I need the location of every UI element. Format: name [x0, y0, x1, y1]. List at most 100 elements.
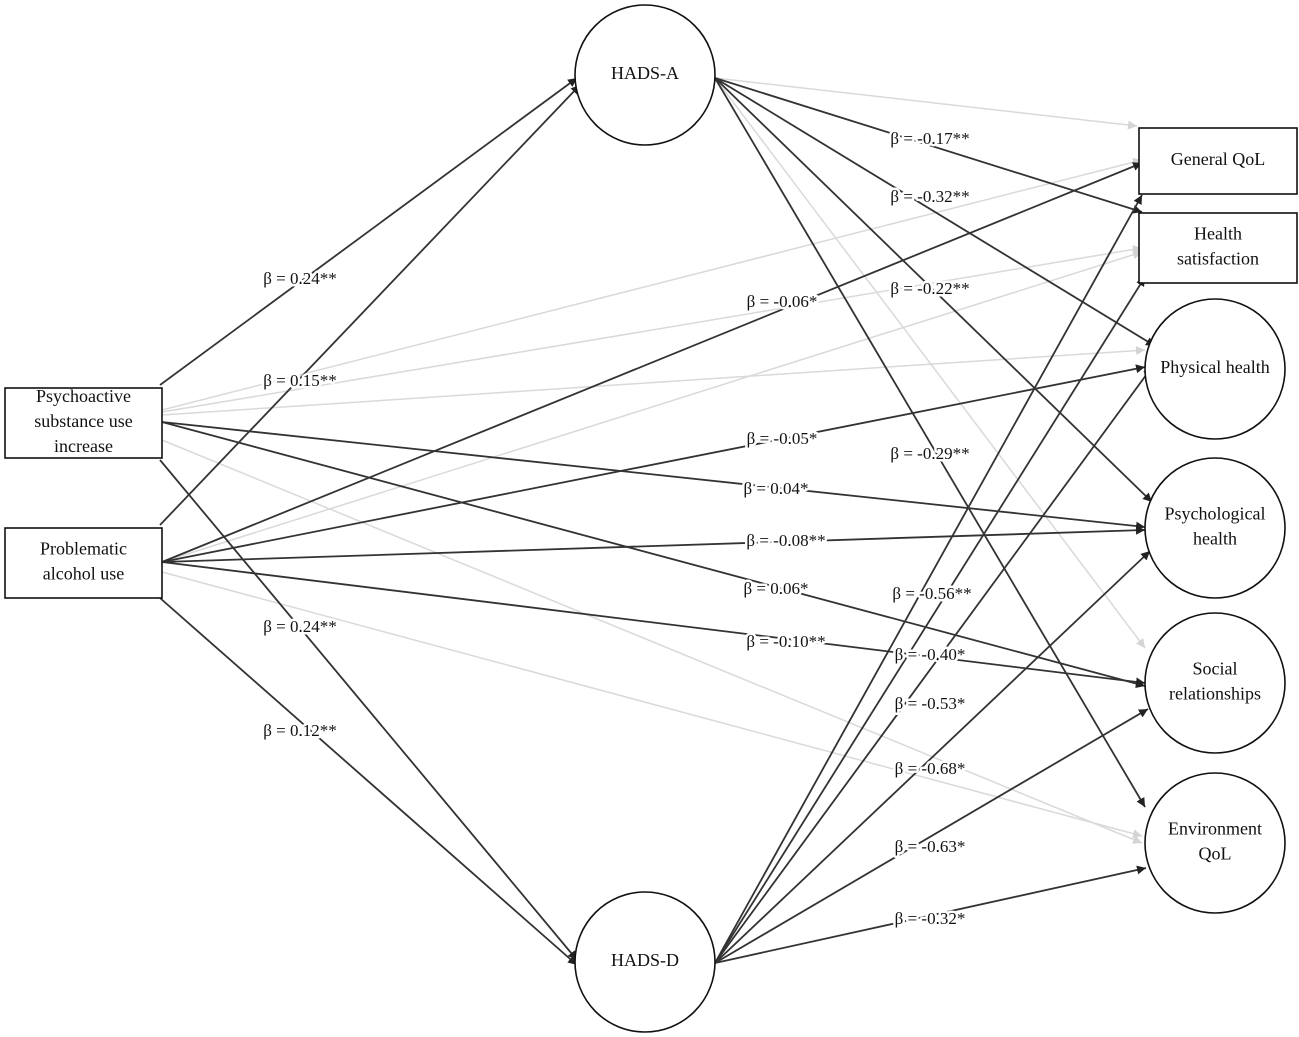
beta-label-psu-hadsA: β = 0.24** [263, 269, 337, 288]
path-arrow-pau-soc [161, 561, 1146, 687]
beta-label-halo-hadsD-phys: β = -0.53* [895, 694, 966, 713]
node-label-env: QoL [1199, 844, 1232, 864]
node-label-psu: increase [54, 436, 113, 456]
path-arrow-hadsD-gqol [714, 194, 1143, 964]
beta-label-hadsA-env: β = -0.29** [890, 444, 969, 463]
node-soc: Social relationships [1144, 612, 1286, 754]
beta-label-pau-soc: β = -0.10** [746, 632, 825, 651]
beta-label-psu-soc: β = 0.06* [744, 579, 809, 598]
node-label-psych: health [1193, 529, 1237, 549]
path-arrow-hadsA-env [714, 77, 1146, 808]
path-arrow-psu-gqol-ns [161, 157, 1143, 411]
beta-label-pau-psych: β = -0.08** [746, 531, 825, 550]
path-arrow-hadsD-hsat [714, 276, 1146, 964]
beta-label-halo-pau-hadsA: β = 0.15** [263, 371, 337, 390]
beta-label-hadsD-gqol: β = -0.56** [892, 584, 971, 603]
node-shape-env [1144, 772, 1286, 914]
path-arrow-hadsA-soc-ns [714, 77, 1146, 649]
beta-label-hadsA-phys: β = -0.32** [890, 187, 969, 206]
path-arrow-pau-env-ns [161, 571, 1143, 839]
beta-label-halo-pau-gqol: β = -0.06* [747, 292, 818, 311]
node-label-gqol: General QoL [1171, 149, 1265, 169]
path-arrow-hadsD-psych [714, 550, 1151, 964]
node-label-hsat: satisfaction [1177, 249, 1259, 269]
node-phys: Physical health [1144, 298, 1286, 440]
node-label-psu: Psychoactive [36, 386, 131, 406]
path-arrow-hadsD-soc [714, 708, 1149, 964]
path-arrow-hadsD-env [714, 865, 1147, 964]
node-label-soc: relationships [1169, 684, 1261, 704]
beta-label-pau-hadsD: β = 0.12** [263, 721, 337, 740]
node-label-phys: Physical health [1160, 357, 1269, 377]
beta-label-psu-hadsD: β = 0.24** [263, 617, 337, 636]
node-shape-gqol [1138, 127, 1298, 195]
beta-label-halo-hadsD-env: β = -0.32* [895, 909, 966, 928]
beta-label-halo-psu-hadsD: β = 0.24** [263, 617, 337, 636]
node-label-hadsA: HADS-A [611, 63, 679, 83]
beta-label-halo-hadsD-hsat: β = -0.40* [895, 645, 966, 664]
path-arrow-pau-hadsA [159, 84, 581, 526]
node-psu: Psychoactive substance use increase [4, 386, 163, 459]
node-hadsD: HADS-D [574, 891, 716, 1033]
node-label-env: Environment [1168, 819, 1262, 839]
beta-label-halo-psu-hadsA: β = 0.24** [263, 269, 337, 288]
node-hadsA: HADS-A [574, 4, 716, 146]
node-gqol: General QoL [1138, 127, 1298, 195]
node-label-psych: Psychological [1165, 504, 1266, 524]
beta-label-pau-phys: β = -0.05* [747, 429, 818, 448]
beta-label-halo-pau-psych: β = -0.08** [746, 531, 825, 550]
beta-label-halo-hadsA-env: β = -0.29** [890, 444, 969, 463]
beta-label-halo-hadsD-gqol: β = -0.56** [892, 584, 971, 603]
path-arrow-psu-env-ns [161, 439, 1143, 844]
path-arrow-pau-hadsD [159, 597, 578, 966]
path-arrow-psu-hadsA [159, 77, 578, 386]
node-shape-psych [1144, 457, 1286, 599]
node-label-psu: substance use [34, 411, 132, 431]
node-label-pau: Problematic [40, 539, 127, 559]
path-arrow-pau-hsat-ns [161, 250, 1143, 563]
beta-label-halo-psu-soc: β = 0.06* [744, 579, 809, 598]
beta-label-halo-hadsA-phys: β = -0.32** [890, 187, 969, 206]
path-arrow-pau-phys [161, 364, 1146, 563]
beta-label-hadsA-hsat: β = -0.17** [890, 129, 969, 148]
beta-label-pau-hadsA: β = 0.15** [263, 371, 337, 390]
beta-label-psu-psych: β = 0.04* [744, 479, 809, 498]
node-shape-psu [4, 387, 163, 459]
node-label-hsat: Health [1194, 224, 1242, 244]
node-shape-hadsD [574, 891, 716, 1033]
path-arrow-psu-hadsD [159, 459, 578, 961]
path-arrow-psu-hsat-ns [161, 245, 1143, 413]
path-arrow-psu-phys-ns [161, 346, 1146, 416]
node-shape-hadsA [574, 4, 716, 146]
beta-label-hadsD-env: β = -0.32* [895, 909, 966, 928]
beta-label-pau-gqol: β = -0.06* [747, 292, 818, 311]
node-shape-soc [1144, 612, 1286, 754]
beta-label-halo-pau-hadsD: β = 0.12** [263, 721, 337, 740]
path-arrow-psu-soc [161, 421, 1146, 689]
beta-label-hadsD-hsat: β = -0.40* [895, 645, 966, 664]
beta-label-halo-psu-psych: β = 0.04* [744, 479, 809, 498]
beta-label-hadsD-soc: β = -0.63* [895, 837, 966, 856]
beta-label-halo-pau-phys: β = -0.05* [747, 429, 818, 448]
path-arrow-pau-gqol [161, 162, 1143, 563]
path-arrow-hadsA-phys [714, 77, 1156, 347]
beta-label-halo-hadsA-psych: β = -0.22** [890, 279, 969, 298]
beta-label-halo-pau-soc: β = -0.10** [746, 632, 825, 651]
node-shape-hsat [1138, 212, 1298, 284]
beta-label-hadsD-phys: β = -0.53* [895, 694, 966, 713]
path-arrow-hadsA-hsat [714, 77, 1143, 214]
beta-label-hadsA-psych: β = -0.22** [890, 279, 969, 298]
node-label-pau: alcohol use [43, 564, 124, 584]
path-arrow-hadsD-phys [714, 366, 1153, 964]
beta-label-hadsD-psych: β = -0.68* [895, 759, 966, 778]
node-shape-phys [1144, 298, 1286, 440]
node-label-hadsD: HADS-D [611, 950, 679, 970]
node-psych: Psychological health [1144, 457, 1286, 599]
node-label-soc: Social [1193, 659, 1238, 679]
path-arrow-hadsA-psych [714, 77, 1153, 503]
node-shape-pau [4, 527, 163, 599]
node-hsat: Health satisfaction [1138, 212, 1298, 284]
path-arrow-psu-psych [161, 421, 1146, 531]
